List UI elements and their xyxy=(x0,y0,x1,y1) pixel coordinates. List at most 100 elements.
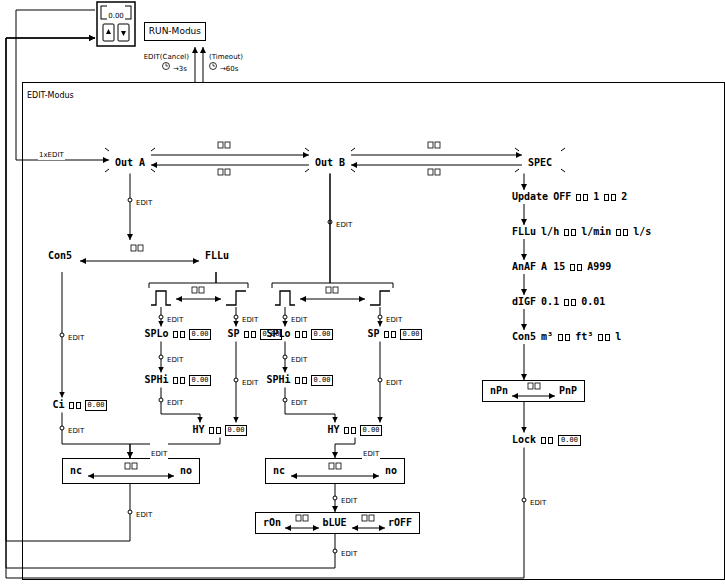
edge-label-patch: EDIT xyxy=(150,443,168,459)
blink-rays xyxy=(305,148,355,172)
value-box: 0.00 xyxy=(311,329,334,340)
node-title: Out A xyxy=(115,157,145,168)
node-title: SP xyxy=(368,329,380,339)
button-icon xyxy=(131,245,143,251)
option-bracket: rOnbLUErOFF xyxy=(255,512,420,534)
option-pair: Con5FLLu xyxy=(42,240,235,272)
hysteresis-symbol xyxy=(370,291,390,305)
option-text: bLUE xyxy=(322,518,346,528)
edge-label: EDIT xyxy=(341,497,357,505)
flow-connector xyxy=(151,165,309,166)
option-text: ft³ xyxy=(575,332,593,342)
toggle-arrow xyxy=(300,299,365,300)
clock-icon xyxy=(163,63,170,70)
setting-row: AnAFA 15A999 xyxy=(510,260,613,274)
node-title: SPLo xyxy=(145,329,169,339)
flow-connector xyxy=(6,38,130,541)
edit-marker xyxy=(522,498,526,502)
edge-label-patch: EDIT xyxy=(290,349,308,365)
button-icon xyxy=(362,515,374,521)
parameter-row: HY0.00 xyxy=(325,423,386,438)
button-arrow xyxy=(106,29,126,36)
node-title: RUN-Modus xyxy=(144,22,206,41)
node-title: dIGF xyxy=(512,297,536,307)
button-shape xyxy=(564,229,569,236)
button-shape xyxy=(571,299,576,306)
edge-label-patch: EDIT xyxy=(166,309,184,325)
clock-hands xyxy=(166,64,168,67)
edit-marker xyxy=(159,355,163,359)
flow-connector xyxy=(62,413,130,459)
edge-label: EDIT xyxy=(386,379,402,387)
parameter-row: SP0.00 xyxy=(365,327,426,342)
flow-connector xyxy=(6,38,335,568)
blink-rays xyxy=(105,148,155,172)
toggle-arrow xyxy=(291,476,379,477)
menu-item: Out B xyxy=(309,147,351,174)
edit-marker xyxy=(60,333,64,337)
node-title: Update xyxy=(512,192,548,202)
parameter-row: SPHi0.00 xyxy=(264,373,337,388)
button-icon xyxy=(616,229,628,236)
edge-label: EDIT xyxy=(167,356,183,364)
button-shape xyxy=(173,331,178,338)
option-text: 0.1 xyxy=(541,297,559,307)
edge-label-patch: EDIT xyxy=(135,192,153,208)
button-shape xyxy=(565,334,570,341)
parameter-row: HY0.00 xyxy=(190,423,251,438)
edge-label-patch: 1xEDIT xyxy=(38,144,65,160)
toggle-arrow xyxy=(352,528,385,529)
edge-label: EDIT xyxy=(291,316,307,324)
edge-label: EDIT xyxy=(242,379,258,387)
button-shape xyxy=(344,427,349,434)
setting-row: UpdateOFF12 xyxy=(510,190,629,204)
free-label: (Timeout) xyxy=(209,53,243,61)
option-text: m³ xyxy=(541,332,553,342)
node-title: nc xyxy=(70,466,82,476)
button-icon xyxy=(295,331,307,338)
edge-label-patch: EDIT xyxy=(340,490,358,506)
button-icon xyxy=(173,377,185,384)
device-housing xyxy=(97,2,135,46)
node-title: rOn xyxy=(263,518,281,528)
node-title: SPHi xyxy=(267,375,291,385)
button-shape xyxy=(570,264,575,271)
edit-marker xyxy=(128,198,132,202)
option-text: no xyxy=(180,466,192,476)
clock-icon xyxy=(210,63,217,70)
button-shape xyxy=(598,334,603,341)
flow-connector xyxy=(524,204,525,225)
option-text: OFF xyxy=(553,192,571,202)
edge-label: EDIT xyxy=(136,511,152,519)
button-shape xyxy=(548,437,553,444)
button-icon xyxy=(218,169,230,175)
edge-label: 1xEDIT xyxy=(39,151,64,159)
edit-marker xyxy=(234,378,238,382)
option-text: l xyxy=(615,332,621,342)
label-patch: EDIT(Cancel) xyxy=(143,46,190,62)
button-shape xyxy=(251,331,256,338)
node-title: SP xyxy=(228,329,240,339)
menu-item: Out A xyxy=(109,147,151,174)
free-label: EDIT xyxy=(336,221,352,229)
edit-marker xyxy=(283,315,287,319)
free-label: EDIT(Cancel) xyxy=(144,53,189,61)
node-title: Out B xyxy=(315,157,345,168)
edge-label: EDIT xyxy=(151,450,167,458)
button-shape xyxy=(558,334,563,341)
option-text: A999 xyxy=(587,262,611,272)
edge-label-patch: EDIT xyxy=(385,309,403,325)
setting-row: dIGF0.10.01 xyxy=(510,295,607,309)
flow-connector xyxy=(16,10,109,160)
window-symbol xyxy=(275,291,295,305)
value-box: 0.00 xyxy=(189,329,212,340)
node-title: AnAF xyxy=(512,262,536,272)
setting-row: Lock0.00 xyxy=(510,433,583,448)
button-icon xyxy=(570,264,582,271)
button-shape xyxy=(571,229,576,236)
button-shape xyxy=(173,377,178,384)
flow-connector xyxy=(130,174,131,241)
edge-label-patch: EDIT xyxy=(241,309,259,325)
